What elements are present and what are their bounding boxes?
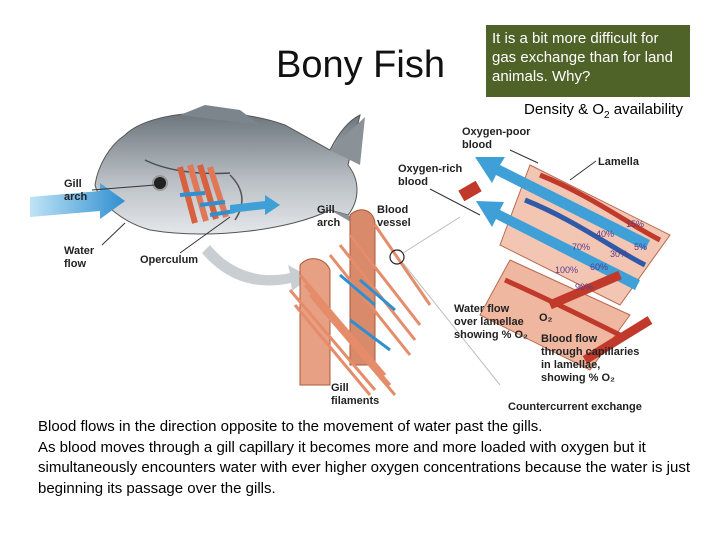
caption-line-2: As blood moves through a gill capillary …: [38, 438, 691, 497]
blood-percent-60: 60%: [590, 262, 608, 272]
label-water-over-lamellae-2: over lamellae: [454, 316, 524, 328]
label-gill-arch-left-2: arch: [64, 191, 88, 203]
question-box: It is a bit more difficult for gas excha…: [486, 25, 690, 97]
caption-line-1: Blood flows in the direction opposite to…: [38, 418, 543, 435]
label-gill-arch-left: Gill: [64, 178, 82, 190]
label-gill-arch-mid-2: arch: [317, 217, 341, 229]
blood-percent-30: 30%: [610, 249, 628, 259]
label-water-flow-2: flow: [64, 258, 86, 270]
fish-illustration: [30, 105, 370, 235]
label-operculum: Operculum: [140, 254, 198, 266]
label-blood-flow: Blood flow: [541, 333, 598, 345]
label-water-over-lamellae-3: showing % O₂: [454, 329, 528, 341]
countercurrent-detail: [458, 157, 671, 371]
zoom-arrow: [202, 245, 310, 291]
label-oxygen-poor-2: blood: [462, 139, 492, 151]
blood-percent-5: 5%: [634, 242, 647, 252]
label-blood-flow-3: in lamellae,: [541, 359, 600, 371]
label-blood-vessel: Blood: [377, 204, 408, 216]
fish-eye-icon: [152, 175, 168, 191]
gill-arch-illustration: [288, 209, 501, 396]
operculum-line: [229, 174, 243, 221]
caption: Blood flows in the direction opposite to…: [38, 417, 698, 499]
label-countercurrent-exchange: Countercurrent exchange: [508, 401, 642, 413]
gill-diagram: Gill arch Water flow Operculum Gill arch…: [30, 105, 671, 413]
water-inflow-arrow: [30, 183, 125, 219]
label-oxygen-poor: Oxygen-poor: [462, 126, 531, 138]
label-blood-flow-2: through capillaries: [541, 346, 639, 358]
label-oxygen-rich-2: blood: [398, 176, 428, 188]
label-gill-filaments-2: filaments: [331, 395, 379, 407]
label-water-flow: Water: [64, 245, 95, 257]
water-counterflow-arrow: [475, 157, 650, 250]
label-water-over-lamellae: Water flow: [454, 303, 510, 315]
label-gill-filaments: Gill: [331, 382, 349, 394]
label-lamella: Lamella: [598, 156, 640, 168]
question-text: It is a bit more difficult for gas excha…: [492, 30, 673, 85]
slide-title: Bony Fish: [276, 44, 445, 86]
water-percent-70: 70%: [572, 242, 590, 252]
label-o2: O₂: [539, 312, 553, 324]
label-blood-vessel-2: vessel: [377, 217, 411, 229]
water-percent-100: 100%: [555, 265, 578, 275]
label-oxygen-rich: Oxygen-rich: [398, 163, 462, 175]
zoom-circle: [389, 249, 405, 265]
answer-text: Density & O2 availability: [524, 101, 683, 121]
label-blood-flow-4: showing % O₂: [541, 372, 615, 384]
water-percent-15: 15%: [626, 219, 644, 229]
blood-percent-90: 90%: [575, 282, 593, 292]
label-gill-arch-mid: Gill: [317, 204, 335, 216]
water-percent-40: 40%: [596, 229, 614, 239]
